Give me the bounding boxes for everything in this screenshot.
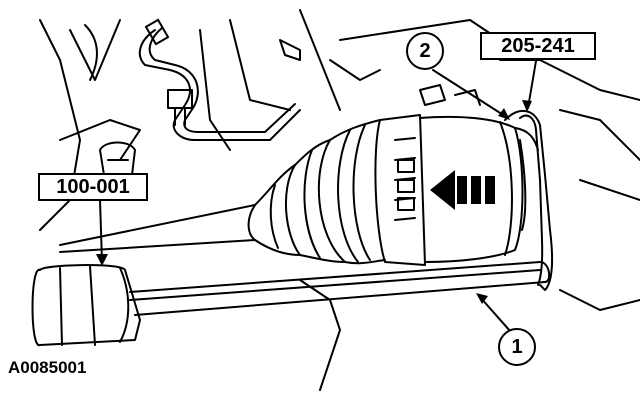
subframe [199,9,640,391]
brake-line [138,18,301,141]
tool-label-205-241: 205-241 [480,32,596,60]
tool-100-001 [31,264,141,347]
callout-1: 1 [498,328,536,366]
tool-205-241 [504,110,554,291]
tool-label-100-001: 100-001 [38,173,148,201]
vehicle-frame-left [39,19,141,231]
arrowhead-2 [498,108,510,120]
arrowhead-1 [476,293,488,304]
callout-2: 2 [406,32,444,70]
figure-identifier: A0085001 [8,358,87,377]
arrowhead-100-001 [96,254,108,266]
cv-boot [59,119,386,265]
arrowhead-205-241 [522,100,532,112]
axle-shaft [129,261,551,316]
install-direction-arrow [430,170,495,210]
boot-clamp [374,114,426,266]
